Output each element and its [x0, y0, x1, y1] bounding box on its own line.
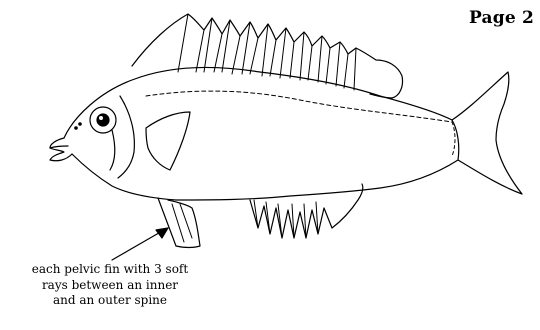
snout-line [50, 146, 68, 148]
page-label: Page 2 [469, 8, 534, 28]
dorsal-fin [132, 14, 403, 98]
pectoral-fin [146, 112, 190, 170]
pelvic-fin [158, 198, 200, 248]
lateral-line-lower [452, 122, 455, 156]
mouth [50, 138, 72, 161]
gill-cover [118, 96, 134, 178]
caption-line-3: and an outer spine [0, 293, 220, 309]
nostril-1 [75, 127, 77, 129]
caption-line-2: rays between an inner [0, 278, 220, 294]
caption-line-1: each pelvic fin with 3 soft [0, 262, 220, 278]
nostril-2 [79, 123, 81, 125]
eye [90, 107, 116, 133]
caudal-fin [452, 72, 522, 194]
arrow-pointer [112, 228, 168, 260]
fish-body [64, 67, 459, 200]
pelvic-fin-caption: each pelvic fin with 3 soft rays between… [0, 262, 220, 309]
preopercle [110, 130, 115, 170]
lateral-line [146, 91, 452, 122]
